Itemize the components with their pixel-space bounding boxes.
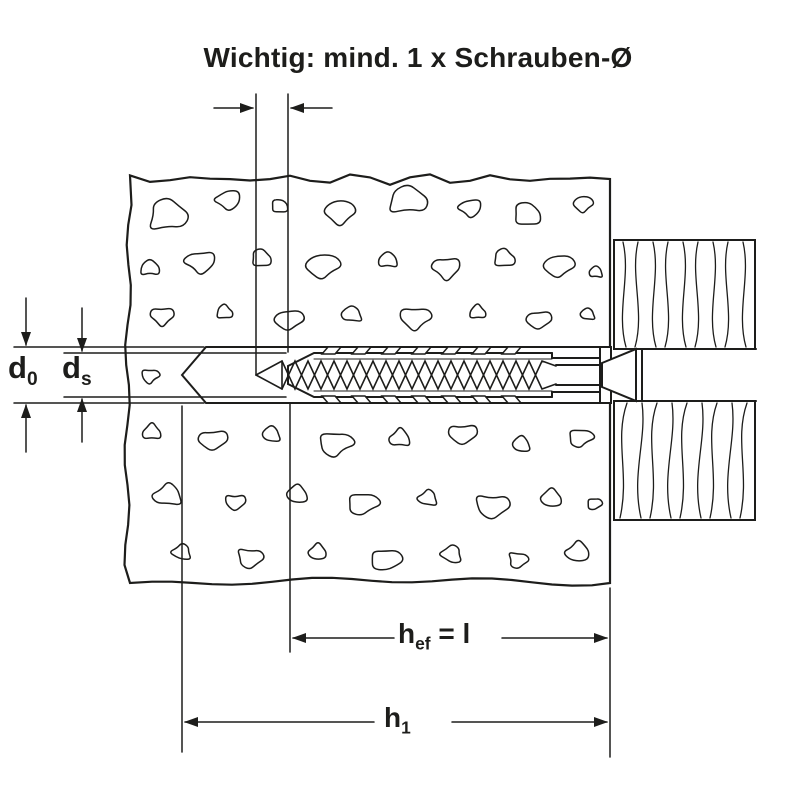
anchor-fins xyxy=(320,346,523,404)
label-hef-base: h xyxy=(398,618,416,649)
label-d0-base: d xyxy=(8,350,27,385)
h1-dimension xyxy=(181,405,608,753)
screw-thread xyxy=(255,359,557,391)
top-dimension xyxy=(213,93,333,376)
label-ds-base: d xyxy=(62,350,81,385)
ds-dimension xyxy=(63,307,287,443)
label-h1-sub: 1 xyxy=(401,717,411,738)
concrete-aggregate xyxy=(140,184,604,571)
screw-head-face xyxy=(635,348,643,402)
wood-grain xyxy=(619,241,748,519)
page-title: Wichtig: mind. 1 x Schrauben-Ø xyxy=(203,42,633,73)
label-ds: ds xyxy=(62,352,92,389)
drill-hole-outline xyxy=(180,346,611,404)
screw xyxy=(255,347,643,403)
label-ds-sub: s xyxy=(80,369,92,391)
label-h1: h1 xyxy=(384,704,411,737)
label-d0-sub: 0 xyxy=(26,369,38,391)
dimension-lines xyxy=(13,93,611,758)
label-hef-suffix: = l xyxy=(430,618,471,649)
drill-hole xyxy=(180,346,611,404)
label-h1-base: h xyxy=(384,702,402,733)
label-hef: hef = l xyxy=(398,620,470,653)
label-hef-sub: ef xyxy=(415,633,431,654)
hef-dimension xyxy=(289,402,611,758)
wall-cross-section xyxy=(123,173,612,587)
screw-thread xyxy=(255,359,557,391)
board xyxy=(613,239,757,521)
plug-neck-top xyxy=(551,352,601,359)
label-d0: d0 xyxy=(8,352,38,389)
d0-dimension xyxy=(13,297,205,453)
plug-neck-bottom xyxy=(551,391,601,398)
